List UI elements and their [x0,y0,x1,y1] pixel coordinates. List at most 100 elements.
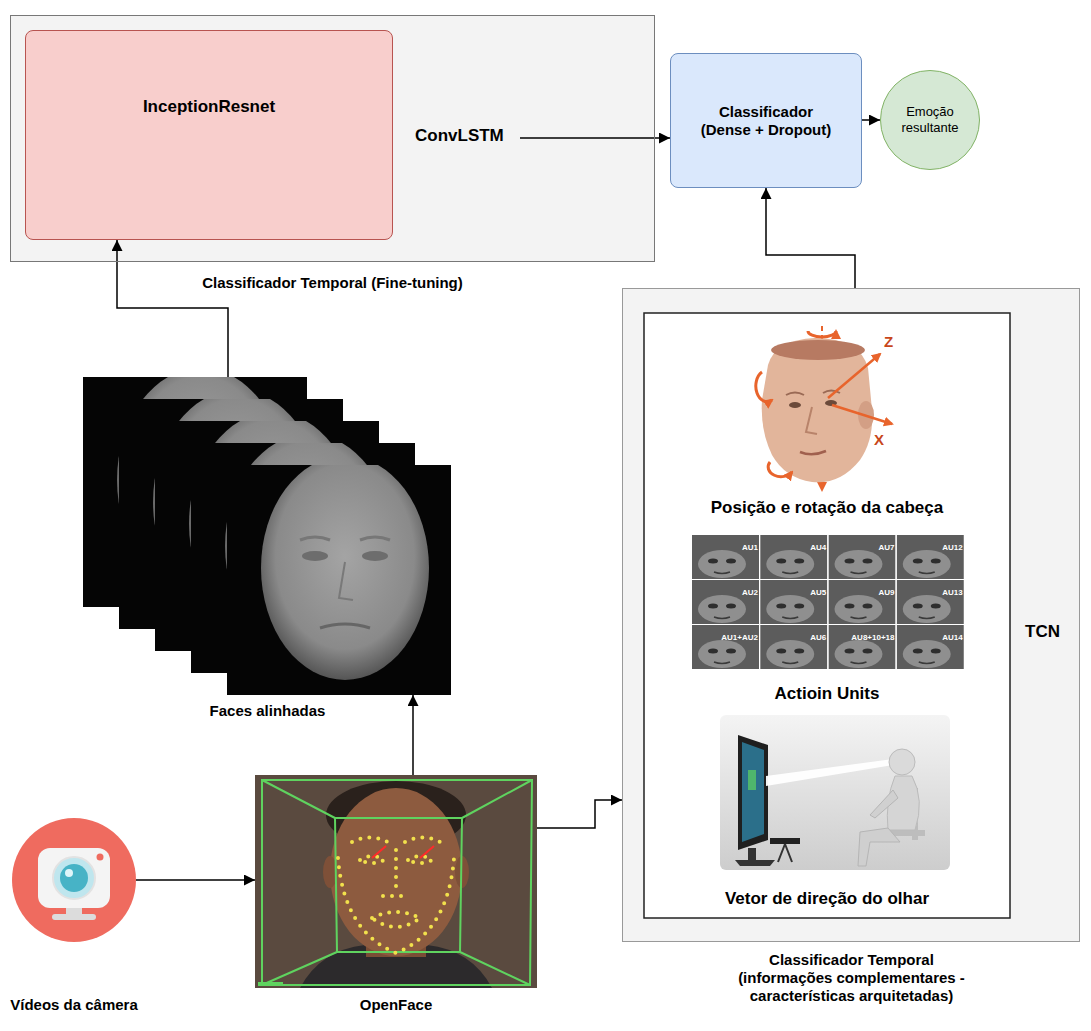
aligned-faces-part-part [300,537,390,540]
text-slot: X [874,431,884,449]
gaze-figure-part [889,749,915,775]
camera-icon-part [53,857,95,899]
figure-caption: Posição e rotação da cabeça [711,498,943,518]
text-slot: AU1+AU2 [692,626,758,644]
text-slot: AU1 [692,536,758,554]
text-slot: Classificador (Dense + Dropout) [671,54,861,187]
network-box: InceptionResnet [25,30,393,240]
gaze-figure-part [720,715,950,870]
text-slot: Classificador Temporal (informações comp… [724,951,979,1005]
text-slot: AU7 [829,536,895,554]
camera-icon-part [60,864,88,892]
gaze-figure-part [742,742,764,842]
camera-icon-part [65,869,73,877]
output-circle: Emoção resultante [880,70,980,170]
action-unit-grid-part [897,535,964,579]
box-label: InceptionResnet [143,97,275,117]
action-unit-grid-part [760,580,827,624]
text-slot: AU4 [760,536,826,554]
arrow-connector [412,695,414,775]
action-unit-tag: AU7 [878,544,894,552]
aligned-faces [83,368,451,695]
action-unit-tag: AU8+10+18 [851,634,894,642]
box-label: Classificador (Dense + Dropout) [696,103,836,139]
text-slot: InceptionResnet [26,97,392,117]
action-unit-tag: AU4 [810,544,826,552]
text-slot: AU14 [897,626,963,644]
camera-icon-part [52,914,96,920]
circle-label: Emoção resultante [890,104,970,135]
figure-caption: Actioin Units [775,684,880,704]
arrow-connector [766,188,855,288]
head-pose-figure-part [806,407,817,434]
gaze-figure-part [748,770,756,790]
panel-fill-part [644,313,1010,918]
action-unit-grid-part [829,580,896,624]
text-slot: AU5 [760,581,826,599]
text-slot: Faces alinhadas [53,702,482,720]
image-stack: Faces alinhadas [83,377,452,695]
text-slot: AU13 [897,581,963,599]
openface-photo-part [262,780,532,985]
action-unit-tag: AU5 [810,589,826,597]
head-pose-figure-part [800,451,826,454]
head-pose-figure-part [828,354,880,398]
image-caption: Faces alinhadas [210,702,326,720]
arrow-connector [655,137,670,139]
gaze-figure-part [748,848,756,860]
action-unit-grid-part [692,535,759,579]
gaze-figure-part [735,860,775,866]
head-pose-figure-part [762,338,873,482]
action-unit-tag: AU1 [742,544,758,552]
head-pose-figure-part [808,331,836,337]
head-pose-figure-part [756,372,772,402]
action-unit-tag: AU12 [942,544,962,552]
panel-fill-part [622,288,1080,942]
head-pose-figure-part [771,340,865,360]
axis-label: X [874,432,884,447]
text-slot: TCN [1025,622,1060,642]
arrow-connector [862,119,880,121]
panel-caption: Classificador Temporal (informações comp… [724,951,979,1005]
action-unit-tag: AU2 [742,589,758,597]
image-caption: Vídeos da câmera [10,996,138,1014]
text-slot: OpenFace [225,996,567,1014]
module-panel: TCNClassificador Temporal (informações c… [622,288,1080,942]
text-slot: Actioin Units [662,684,992,704]
layer-label: ConvLSTM [415,126,504,146]
head-pose-figure-part [789,402,801,408]
openface-photo-part-part [372,912,420,927]
camera-icon-part [12,818,136,942]
image-caption: OpenFace [360,996,433,1014]
camera-icon [12,818,136,942]
openface-photo-part [372,846,434,858]
action-unit-grid-part [692,535,964,669]
action-unit-tag: AU14 [942,634,962,642]
action-unit-grid-part [829,535,896,579]
action-unit-grid-part [692,580,759,624]
openface-photo-part-part [405,838,440,843]
text-slot: Posição e rotação da cabeça [662,498,992,518]
gaze-figure-part [766,759,893,786]
openface-photo-part [262,780,532,985]
action-unit-tag: AU1+AU2 [721,634,758,642]
feature-figure: Posição e rotação da cabeça [662,318,992,518]
module-panel: ConvLSTMClassificador Temporal (Fine-tun… [10,15,655,262]
action-unit-grid-part [760,535,827,579]
text-slot: ConvLSTM [415,126,504,146]
openface-photo-part [335,818,462,952]
openface-photo-part [258,982,283,986]
camera-icon-part [38,848,110,908]
action-unit-grid-part [760,625,827,669]
action-unit-tag: AU9 [878,589,894,597]
action-unit-grid-part [692,625,759,669]
camera-icon: Vídeos da câmera [12,818,136,942]
text-slot: Classificador Temporal (Fine-tuning) [0,274,684,292]
layer-label: TCN [1025,622,1060,642]
text-slot: Vídeos da câmera [0,996,166,1014]
text-slot: Z [884,333,893,351]
openface-photo-part-part [338,858,454,953]
action-unit-grid [692,535,964,669]
text-slot: AU8+10+18 [829,626,895,644]
gaze-figure-part [858,828,900,866]
